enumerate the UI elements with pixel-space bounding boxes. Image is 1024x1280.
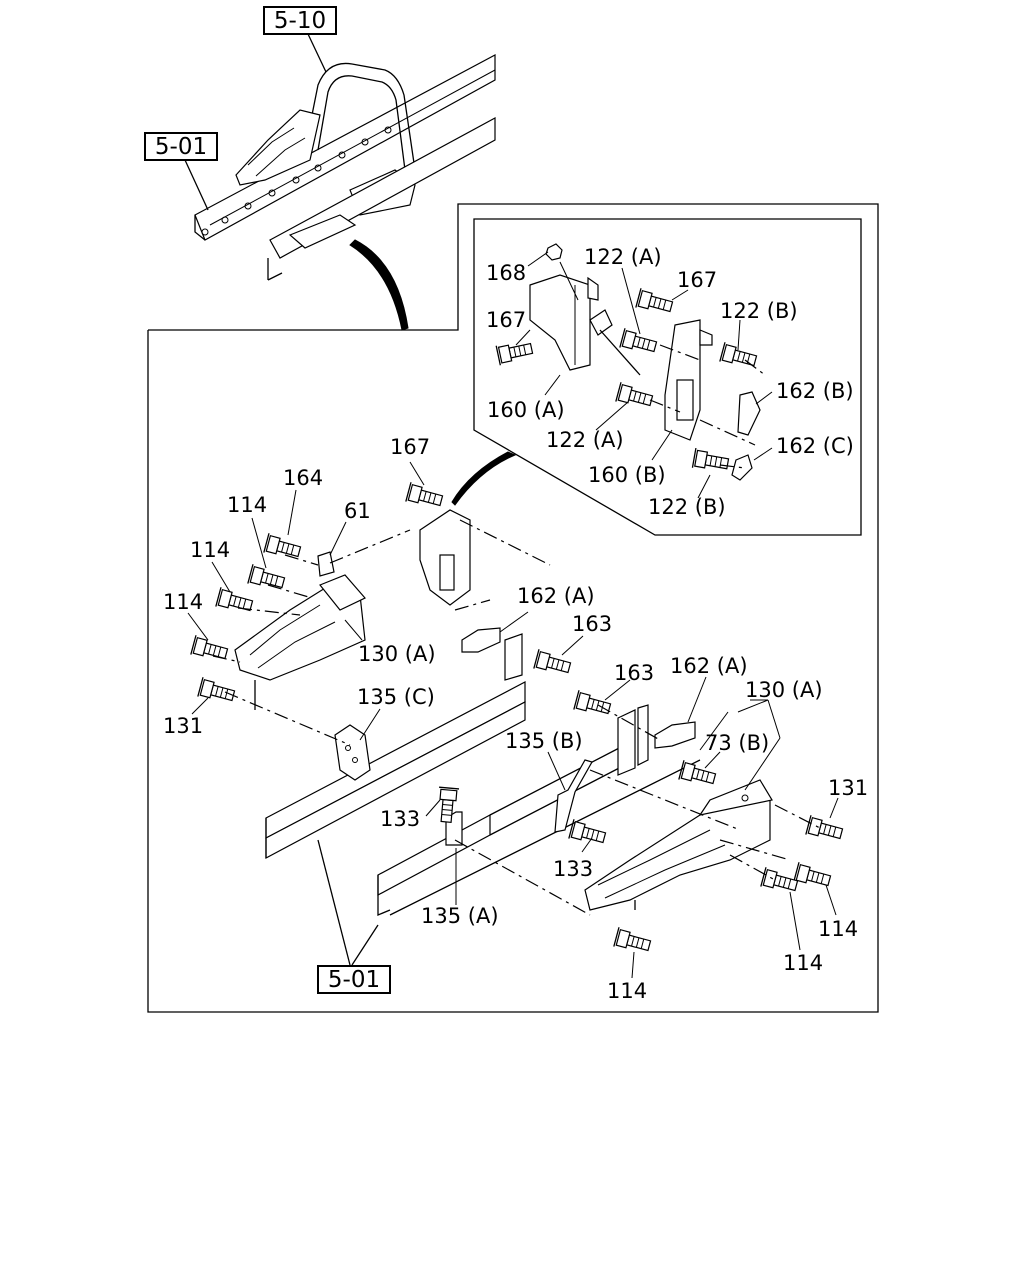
label-168: 168 <box>486 261 526 285</box>
label-122b-bottom: 122 (B) <box>648 495 726 519</box>
label-114-right-b: 114 <box>783 951 823 975</box>
label-167-left: 167 <box>486 308 526 332</box>
label-135b: 135 (B) <box>505 729 583 753</box>
label-131-right: 131 <box>828 776 868 800</box>
label-163-left: 163 <box>572 612 612 636</box>
main-detail-frame <box>147 203 879 1013</box>
label-135c: 135 (C) <box>357 685 435 709</box>
frame-overview <box>194 54 496 331</box>
ref-label-5-01-bottom: 5-01 <box>328 967 380 993</box>
label-162b: 162 (B) <box>776 379 854 403</box>
label-160b: 160 (B) <box>588 463 666 487</box>
main-labels: 167 164 114 61 114 114 162 (A) 163 130 (… <box>163 435 868 1003</box>
inset-parts <box>495 243 773 499</box>
main-parts <box>187 461 845 979</box>
label-114-c: 114 <box>163 590 203 614</box>
label-133-bottom: 133 <box>553 857 593 881</box>
label-122a-top: 122 (A) <box>584 245 662 269</box>
inset-pointer <box>451 451 517 506</box>
label-162c: 162 (C) <box>776 434 854 458</box>
ref-box-5-10[interactable]: 5-10 <box>263 6 337 35</box>
label-130a-left: 130 (A) <box>358 642 436 666</box>
ref-label-5-01-top: 5-01 <box>155 134 207 160</box>
inset-labels: 168 122 (A) 167 167 122 (B) 162 (B) 160 … <box>486 245 854 519</box>
label-162a-right: 162 (A) <box>670 654 748 678</box>
label-131-left: 131 <box>163 714 203 738</box>
label-122a-mid: 122 (A) <box>546 428 624 452</box>
label-130a-right: 130 (A) <box>745 678 823 702</box>
label-114-b: 114 <box>190 538 230 562</box>
label-122b-top: 122 (B) <box>720 299 798 323</box>
ref-box-5-01-bottom[interactable]: 5-01 <box>317 965 391 994</box>
label-114-right-a: 114 <box>818 917 858 941</box>
label-135a: 135 (A) <box>421 904 499 928</box>
label-61: 61 <box>344 499 371 523</box>
label-160a: 160 (A) <box>487 398 565 422</box>
label-163-right: 163 <box>614 661 654 685</box>
label-114-a: 114 <box>227 493 267 517</box>
ref-box-5-01-top[interactable]: 5-01 <box>144 132 218 161</box>
label-133-top: 133 <box>380 807 420 831</box>
label-162a-left: 162 (A) <box>517 584 595 608</box>
label-167: 167 <box>390 435 430 459</box>
label-73b: 73 (B) <box>705 731 769 755</box>
label-167-right: 167 <box>677 268 717 292</box>
inset-detail-frame <box>473 218 862 536</box>
label-164: 164 <box>283 466 323 490</box>
label-114-bottom: 114 <box>607 979 647 1003</box>
ref-label-5-10: 5-10 <box>274 8 326 34</box>
